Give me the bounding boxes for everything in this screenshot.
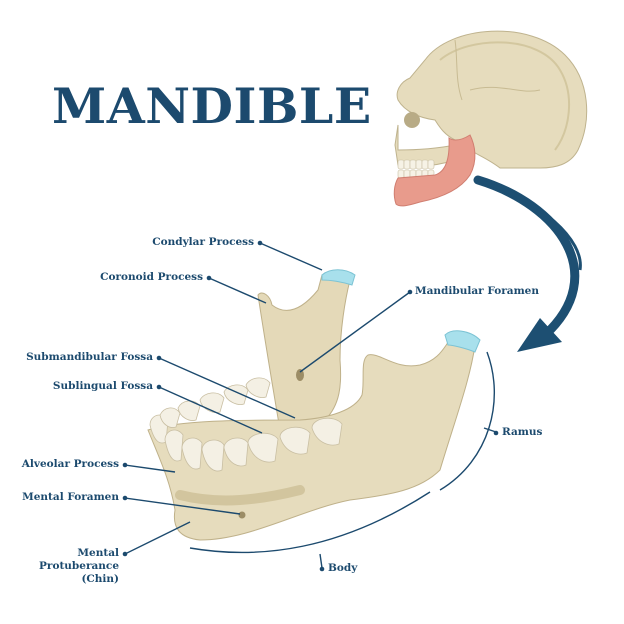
label-ramus: Ramus bbox=[502, 426, 543, 438]
label-submandibular-fossa: Submandibular Fossa bbox=[26, 351, 153, 363]
label-condylar-process: Condylar Process bbox=[152, 236, 254, 248]
page-title: MANDIBLE bbox=[52, 77, 372, 135]
label-mental-protuberance-line1: Mental bbox=[77, 547, 119, 559]
leader-lines bbox=[124, 242, 497, 569]
curved-arrow-icon bbox=[473, 175, 582, 352]
label-alveolar-process: Alveolar Process bbox=[21, 458, 119, 470]
leader-dots bbox=[122, 240, 499, 572]
label-coronoid-process: Coronoid Process bbox=[100, 271, 203, 283]
label-mandibular-foramen: Mandibular Foramen bbox=[415, 285, 539, 297]
label-sublingual-fossa: Sublingual Fossa bbox=[52, 380, 153, 392]
label-body: Body bbox=[328, 562, 358, 574]
mandible-illustration bbox=[147, 269, 481, 541]
label-mental-protuberance-line3: (Chin) bbox=[81, 573, 119, 585]
skull-icon bbox=[393, 30, 588, 207]
teeth-icon bbox=[149, 377, 343, 472]
label-mental-foramen: Mental Foramen bbox=[22, 491, 119, 503]
label-mental-protuberance-line2: Protuberance bbox=[39, 560, 119, 572]
label-mental-protuberance: Mental Protuberance (Chin) bbox=[10, 547, 119, 586]
